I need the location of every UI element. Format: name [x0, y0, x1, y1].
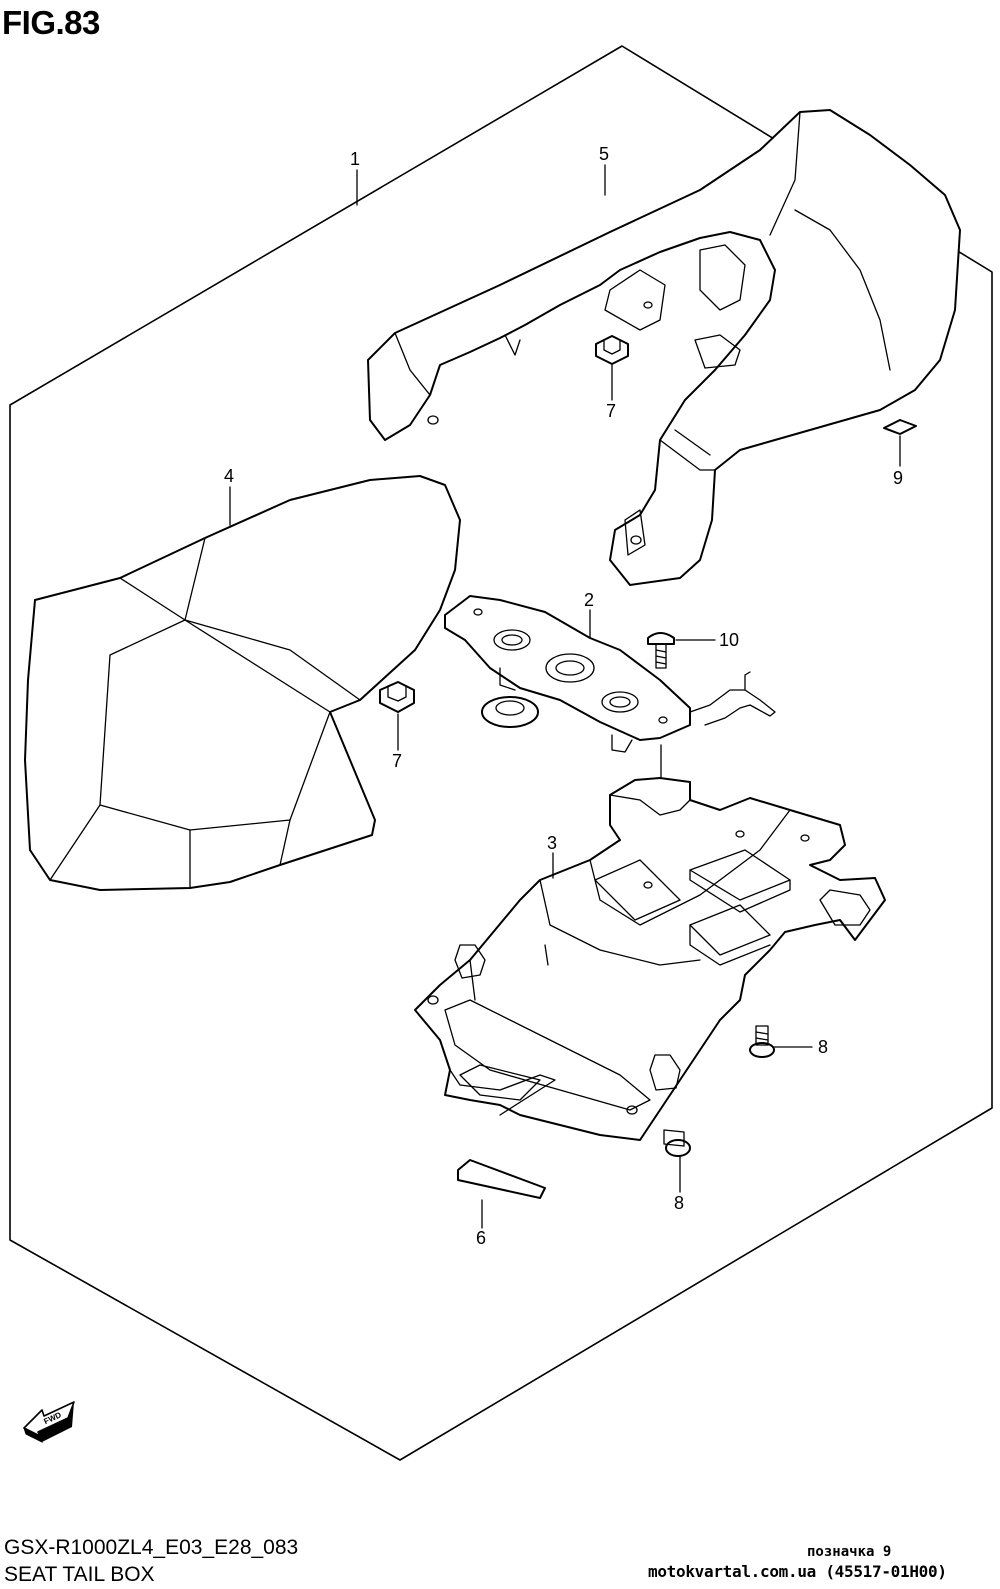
leader-lines	[229, 164, 901, 1229]
callout-8-lower: 8	[674, 1193, 684, 1213]
figure-title: FIG.83	[2, 4, 100, 41]
part-grommet[interactable]	[481, 696, 539, 728]
callout-10: 10	[719, 630, 739, 650]
part-screw[interactable]	[647, 632, 675, 669]
part-cushion-pad[interactable]	[457, 1159, 546, 1199]
callout-1: 1	[350, 149, 360, 169]
callout-3: 3	[547, 833, 557, 853]
watermark-line-1: позначка 9	[807, 1544, 892, 1560]
part-clip-nut-upper[interactable]	[595, 335, 629, 365]
part-seat-tail-cowl[interactable]	[367, 109, 961, 586]
section-name: SEAT TAIL BOX	[4, 1563, 155, 1586]
part-bolt-lower[interactable]	[663, 1129, 691, 1157]
part-cushion-small[interactable]	[883, 419, 917, 435]
callout-5: 5	[599, 144, 609, 164]
callout-7-upper: 7	[606, 401, 616, 421]
callout-4: 4	[224, 466, 234, 486]
callout-8-right: 8	[818, 1037, 828, 1057]
part-seat-tail-plate[interactable]	[444, 595, 776, 753]
kit-boundary	[9, 45, 993, 1461]
callout-6: 6	[476, 1228, 486, 1248]
callout-7-lower: 7	[392, 751, 402, 771]
callout-9: 9	[893, 468, 903, 488]
callout-2: 2	[584, 590, 594, 610]
model-code: GSX-R1000ZL4_E03_E28_083	[4, 1536, 299, 1559]
fwd-arrow-icon: FWD	[23, 1401, 75, 1443]
watermark-line-2: motokvartal.com.ua (45517-01H00)	[648, 1562, 947, 1581]
part-clip-nut-lower[interactable]	[379, 681, 415, 713]
part-bolt-right[interactable]	[749, 1025, 775, 1058]
part-seat-cover[interactable]	[24, 475, 461, 891]
part-seat-tail-frame[interactable]	[414, 777, 886, 1141]
